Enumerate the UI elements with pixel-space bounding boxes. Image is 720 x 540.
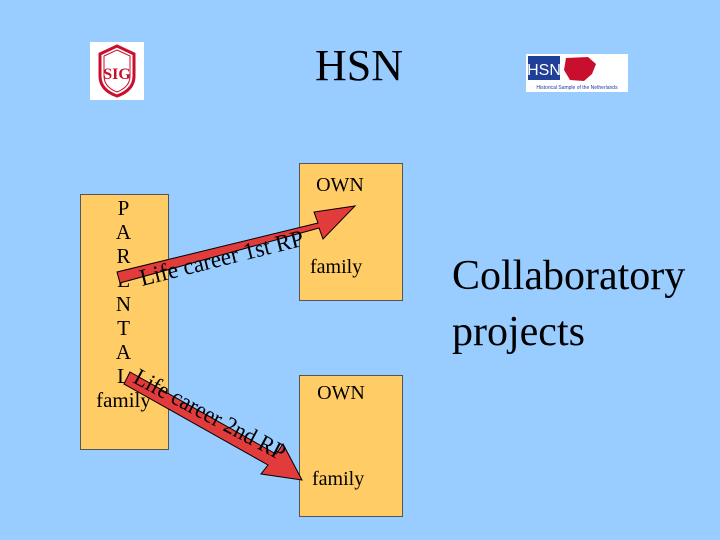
own-family-label-2: family [312,468,365,490]
collaboratory-text: Collaboratory projects [452,248,685,360]
sig-emblem-icon: SIG [98,44,136,98]
parental-label: P A R E N T A L family [80,196,167,412]
collab-line-1: Collaboratory [452,253,686,299]
parental-letter: T [117,316,130,340]
collab-line-2: projects [452,309,585,355]
own-family-box-1 [299,163,403,301]
sig-monogram: SIG [103,66,131,83]
own-family-label-1: family [310,256,363,278]
arrow-2nd-rp-label: Life career 2nd RP [129,364,290,466]
arrow-1st-rp [116,205,357,284]
arrow-1st-rp-label: Life career 1st RP [137,226,306,292]
arrow-2nd-rp [123,371,303,481]
parental-letter: R [116,244,131,268]
parental-letter: N [115,292,132,316]
own-label-2: OWN [317,382,365,404]
hsn-logo: HSN Historical Sample of the Netherlands [526,54,628,92]
hsn-tagline: Historical Sample of the Netherlands [536,85,618,91]
own-family-box-2 [299,375,403,517]
hsn-logo-text: HSN [527,62,561,79]
parental-letter: P [117,196,130,220]
own-label-1: OWN [316,174,364,196]
hsn-brand-icon: HSN Historical Sample of the Netherlands [527,56,618,91]
parental-letter: A [115,340,132,364]
netherlands-map-icon [564,57,596,81]
parental-family-box [80,194,169,450]
parental-letter: A [115,220,132,244]
sig-logo: SIG [90,42,144,100]
